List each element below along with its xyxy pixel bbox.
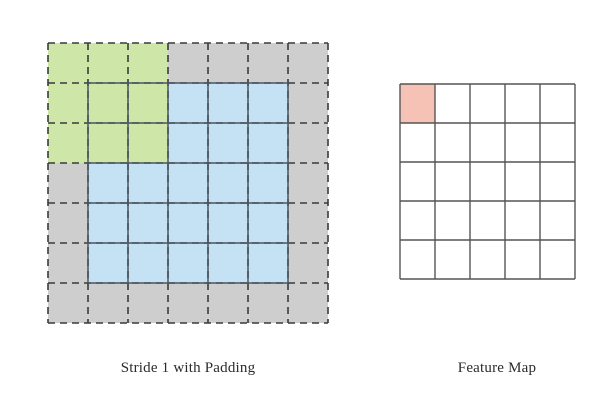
padded-input-grid — [47, 42, 329, 324]
feature-map-gridlines — [399, 83, 576, 280]
kernel-window-overlay[interactable] — [48, 43, 168, 163]
feature-map-grid — [399, 83, 576, 280]
input-gridlines-solid — [87, 82, 289, 284]
caption-feature-map: Feature Map — [457, 360, 537, 376]
feature-map-highlight-cell[interactable] — [400, 84, 435, 123]
caption-stride-padding: Stride 1 with Padding — [120, 360, 256, 376]
